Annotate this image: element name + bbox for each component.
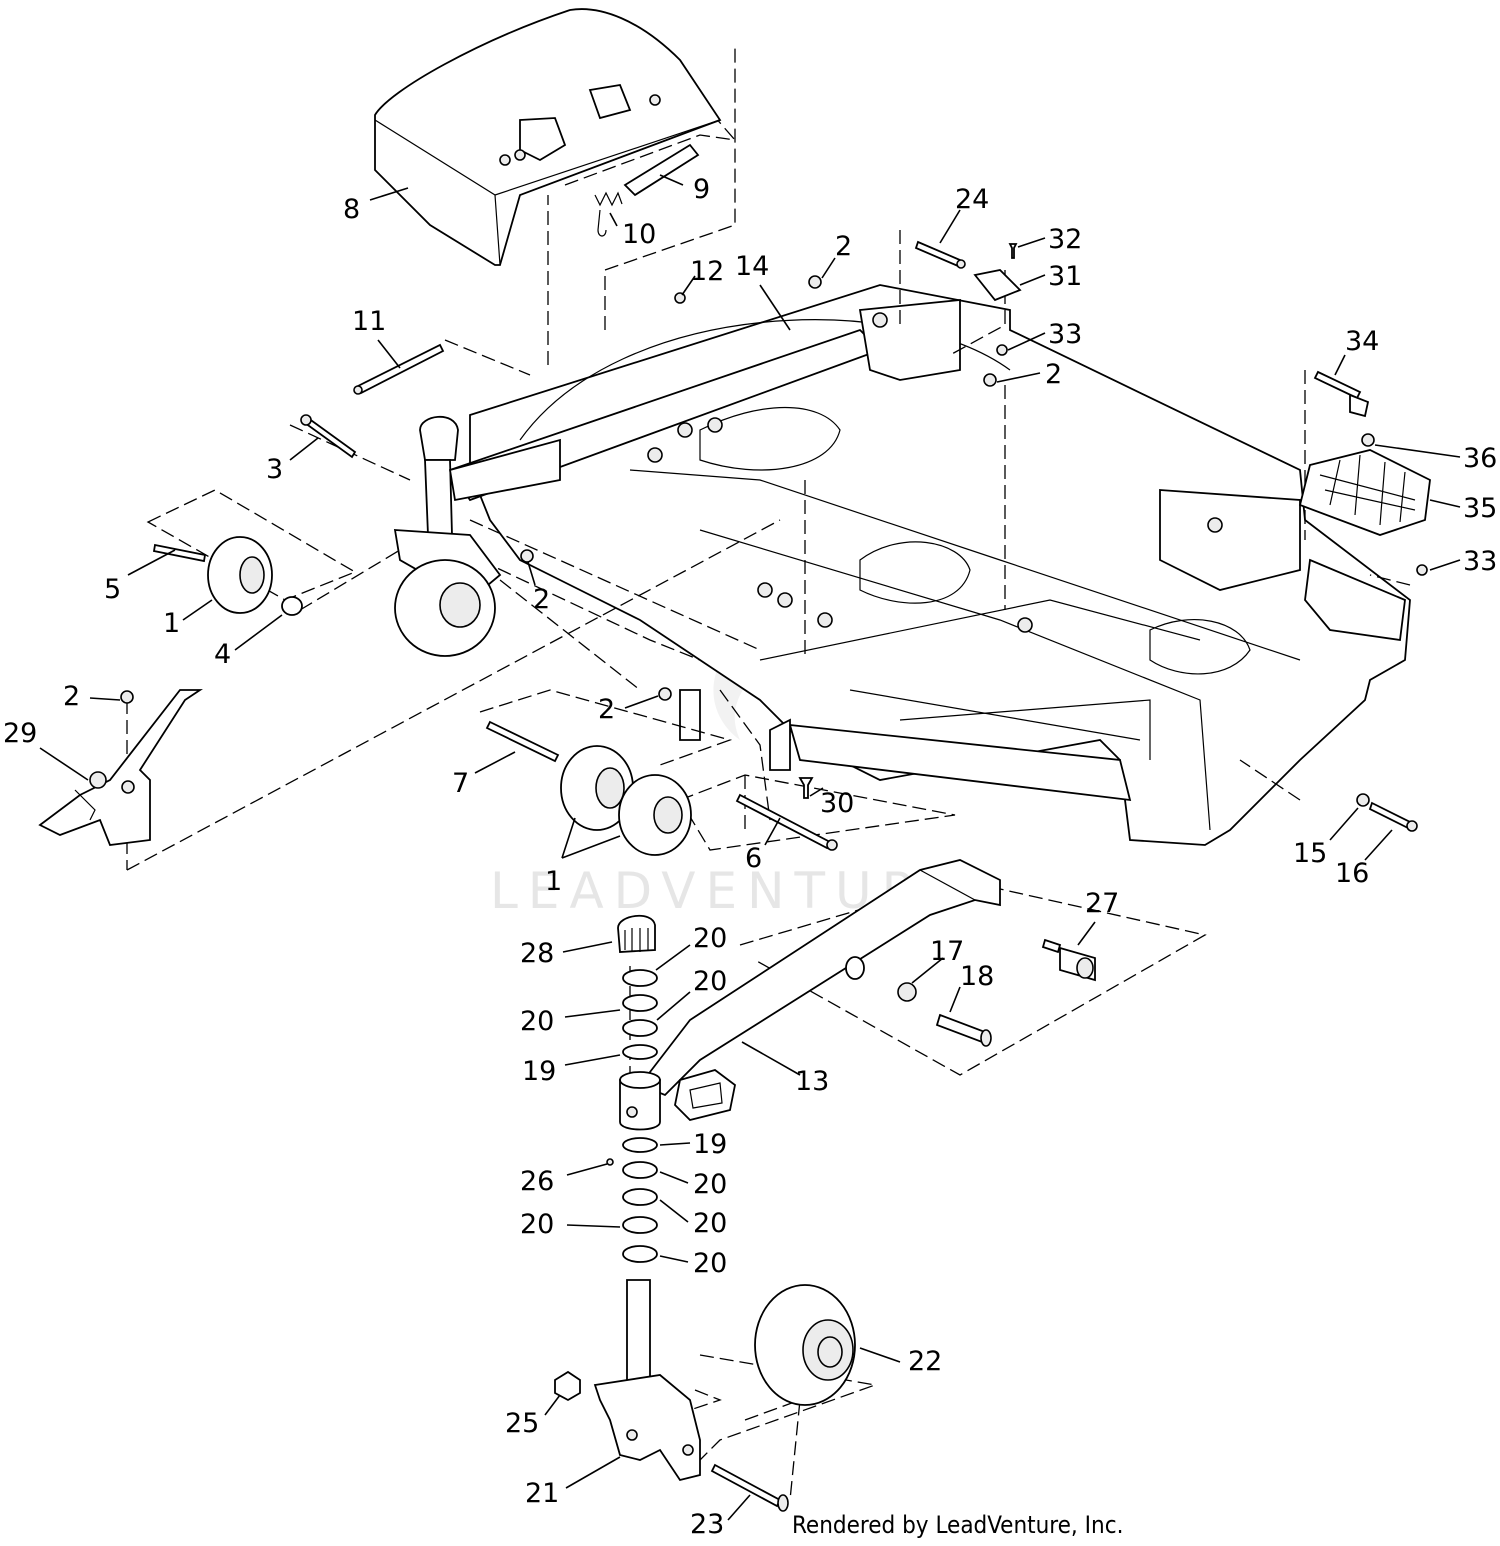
callout-36: 36 [1463, 443, 1497, 474]
spacer-stack-lower [622, 1137, 658, 1263]
spacer-part-4 [281, 596, 303, 616]
callout-29: 29 [3, 718, 37, 749]
pin-part-24 [914, 240, 966, 269]
callout-20-g: 20 [693, 1248, 727, 1279]
bumper-part-36 [1361, 433, 1375, 447]
callout-5: 5 [104, 574, 121, 605]
callout-26: 26 [520, 1166, 554, 1197]
baffle-part-8 [374, 8, 722, 266]
callout-31: 31 [1048, 261, 1082, 292]
callout-19-b: 19 [693, 1129, 727, 1160]
bolt-part-6 [735, 793, 838, 851]
pin-part-3 [300, 414, 357, 459]
wheel-part-1-upper [207, 536, 273, 614]
callout-24: 24 [955, 184, 989, 215]
callout-14: 14 [735, 251, 769, 282]
bolt-part-16 [1368, 801, 1418, 832]
callout-32: 32 [1048, 224, 1082, 255]
fork-part-21 [593, 1279, 701, 1482]
nut-part-12 [674, 292, 686, 304]
callout-20-b: 20 [693, 966, 727, 997]
callout-20-d: 20 [693, 1169, 727, 1200]
callout-13: 13 [795, 1066, 829, 1097]
callout-21: 21 [525, 1478, 559, 1509]
callout-20-e: 20 [693, 1208, 727, 1239]
wheel-part-22 [754, 1284, 856, 1406]
caster-arm-part-13 [638, 859, 1001, 1121]
nut-part-33-right [1416, 564, 1428, 576]
axle-part-5 [152, 543, 207, 563]
callout-35: 35 [1463, 493, 1497, 524]
callout-18: 18 [960, 961, 994, 992]
spindle-housing [619, 1071, 661, 1131]
pin-part-34 [1313, 370, 1370, 418]
callout-10: 10 [622, 219, 656, 250]
callout-1-lower: 1 [545, 866, 562, 897]
callout-2-top: 2 [835, 231, 852, 262]
nut-part-25 [554, 1370, 581, 1402]
callout-2-caster: 2 [533, 584, 550, 615]
callout-9: 9 [693, 174, 710, 205]
screw-part-30 [798, 777, 814, 799]
callout-labels: 8 9 10 24 32 31 2 12 14 11 33 2 34 3 36 … [3, 174, 1497, 1540]
callout-33-right: 33 [1463, 546, 1497, 577]
callout-20-c: 20 [520, 1006, 554, 1037]
callout-3: 3 [266, 454, 283, 485]
lever-part-29 [38, 689, 203, 846]
nut-part-2-top-right [983, 373, 997, 387]
nut-part-2-top [808, 275, 822, 289]
callout-1-upper: 1 [163, 608, 180, 639]
callout-17: 17 [930, 936, 964, 967]
spacer-stack-upper [622, 969, 658, 1060]
callout-28: 28 [520, 938, 554, 969]
callout-12: 12 [690, 256, 724, 287]
callout-6: 6 [745, 843, 762, 874]
callout-20-a: 20 [693, 923, 727, 954]
callout-33-top: 33 [1048, 319, 1082, 350]
leader-lines [39, 174, 1461, 1521]
axle-part-7 [485, 720, 560, 763]
front-caster-assembly [393, 415, 561, 657]
washer-part-17 [897, 982, 917, 1002]
callout-2-top-right: 2 [1045, 359, 1062, 390]
callout-15: 15 [1293, 838, 1327, 869]
screw-part-32 [1008, 243, 1018, 259]
callout-30: 30 [820, 788, 854, 819]
spring-part-10 [594, 191, 623, 237]
callout-2-lever: 2 [63, 681, 80, 712]
callout-27: 27 [1085, 888, 1119, 919]
bolt-part-23 [710, 1463, 789, 1512]
callout-16: 16 [1335, 858, 1369, 889]
mower-deck [448, 284, 1411, 846]
nut-part-2-caster [520, 549, 534, 563]
callout-11: 11 [352, 306, 386, 337]
rod-part-9 [623, 143, 700, 197]
bolt-part-18 [935, 1013, 992, 1047]
nut-part-33-top [996, 344, 1008, 356]
wheel-part-1-lower-b [618, 774, 692, 856]
pad-part-35 [1298, 449, 1431, 536]
callout-23: 23 [690, 1509, 724, 1540]
credit-text: Rendered by LeadVenture, Inc. [792, 1511, 1123, 1539]
callout-2-mid: 2 [598, 694, 615, 725]
nut-part-2-mid [658, 687, 672, 701]
callout-22: 22 [908, 1346, 942, 1377]
callout-20-f: 20 [520, 1209, 554, 1240]
pin-part-11 [353, 343, 445, 395]
callout-19-a: 19 [522, 1056, 556, 1087]
callout-25: 25 [505, 1408, 539, 1439]
nut-part-2-lever [120, 690, 134, 704]
plate-part-31 [973, 269, 1022, 302]
fitting-part-27 [1041, 938, 1096, 982]
washer-part-15 [1356, 793, 1370, 807]
callout-4: 4 [214, 639, 231, 670]
callout-34: 34 [1345, 326, 1379, 357]
grease-fitting-part-26 [606, 1158, 614, 1166]
callout-7: 7 [452, 768, 469, 799]
callout-8: 8 [343, 194, 360, 225]
wheel-part-1-lower-a [560, 745, 634, 831]
cap-part-28 [617, 915, 656, 953]
